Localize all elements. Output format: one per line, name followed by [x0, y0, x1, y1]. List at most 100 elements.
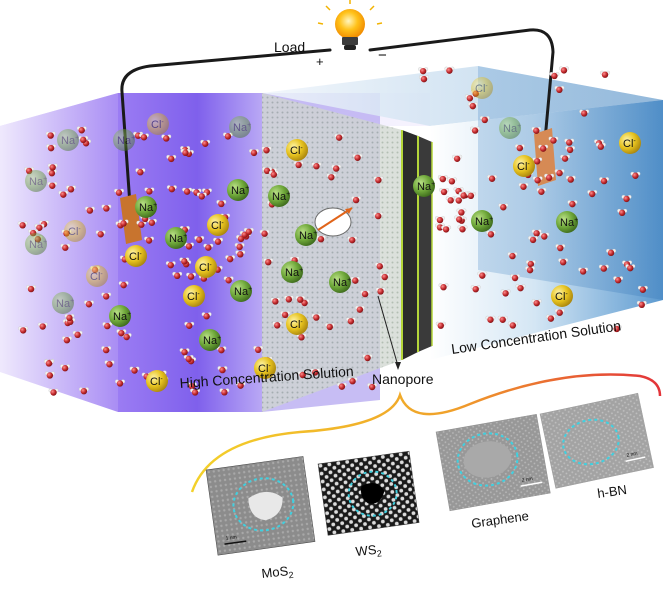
sodium-ion: Na+	[57, 129, 79, 151]
water-molecule	[532, 176, 543, 184]
water-molecule	[234, 242, 245, 251]
water-molecule	[262, 166, 273, 175]
water-molecule	[345, 317, 356, 325]
svg-text:Na+: Na+	[61, 135, 79, 147]
svg-text:Na+: Na+	[272, 191, 290, 203]
svg-text:Cl-: Cl-	[129, 251, 142, 263]
water-molecule	[172, 271, 183, 280]
water-molecule	[538, 144, 549, 152]
water-molecule	[186, 272, 197, 280]
water-molecule	[532, 157, 543, 165]
water-molecule	[182, 187, 193, 195]
material-graphene: 2 nm	[435, 413, 551, 512]
water-molecule	[139, 133, 149, 141]
water-molecule	[283, 295, 294, 303]
water-molecule	[235, 381, 246, 389]
water-molecule	[48, 388, 59, 396]
hbn-label: h-BN	[596, 482, 627, 501]
water-molecule	[621, 194, 632, 203]
water-molecule	[514, 144, 525, 152]
water-molecule	[347, 377, 358, 385]
water-molecule	[46, 169, 57, 177]
sodium-ion: Na+	[25, 170, 47, 192]
water-molecule	[216, 346, 227, 354]
svg-text:Na+: Na+	[417, 181, 435, 193]
water-molecule	[554, 308, 565, 316]
water-molecule	[115, 379, 125, 387]
svg-text:Na+: Na+	[56, 298, 74, 310]
chloride-ion: Cl-	[125, 245, 147, 267]
water-molecule	[136, 220, 147, 228]
water-molecule	[101, 204, 112, 212]
water-molecule	[223, 276, 234, 284]
water-molecule	[611, 325, 622, 333]
water-molecule	[456, 208, 467, 216]
water-molecule	[219, 388, 230, 396]
water-molecule	[166, 154, 177, 163]
low-concentration-container	[262, 66, 663, 360]
water-molecule	[617, 208, 628, 217]
graphene-scale: 2 nm	[521, 476, 533, 484]
container-right-side	[478, 66, 663, 300]
water-molecule	[118, 219, 129, 227]
svg-text:Cl-: Cl-	[258, 363, 271, 375]
water-molecule	[510, 274, 520, 282]
water-molecule	[544, 173, 555, 181]
water-molecule	[76, 126, 87, 134]
water-molecule	[295, 295, 306, 303]
sodium-ion: Na+	[52, 292, 74, 314]
svg-text:Na+: Na+	[285, 267, 303, 279]
water-molecule	[373, 176, 384, 184]
water-molecule	[196, 192, 207, 200]
water-molecule	[554, 169, 565, 177]
sodium-ion: Na+	[227, 179, 249, 201]
water-molecule	[452, 154, 463, 162]
svg-text:Na+: Na+	[139, 202, 157, 214]
water-molecule	[46, 144, 57, 152]
water-molecule	[567, 200, 578, 208]
sodium-ion: Na+	[199, 329, 221, 351]
sodium-ion: Na+	[556, 211, 578, 233]
svg-text:Cl-: Cl-	[150, 376, 163, 388]
water-molecule	[316, 235, 326, 243]
water-molecule	[101, 346, 112, 354]
water-molecule	[515, 284, 526, 292]
water-molecule	[630, 171, 641, 179]
water-molecule	[180, 148, 191, 157]
chloride-ion: Cl-	[86, 265, 108, 287]
water-molecule	[64, 313, 75, 322]
svg-text:Cl-: Cl-	[517, 161, 530, 173]
water-molecule	[418, 67, 429, 75]
water-molecule	[600, 70, 610, 78]
sodium-ion: Na+	[329, 271, 351, 293]
water-molecule	[235, 250, 246, 258]
svg-text:Na+: Na+	[503, 123, 521, 135]
water-molecule	[419, 75, 429, 83]
water-molecule	[347, 236, 358, 244]
water-molecule	[606, 248, 616, 257]
svg-text:Na+: Na+	[117, 135, 135, 147]
water-molecule	[253, 345, 264, 354]
water-molecule	[470, 126, 481, 134]
water-molecule	[613, 276, 624, 284]
water-molecule	[61, 336, 72, 344]
water-molecule	[311, 313, 322, 321]
svg-text:Cl-: Cl-	[151, 119, 164, 131]
water-molecule	[565, 175, 576, 183]
water-molecule	[60, 243, 71, 251]
water-molecule	[272, 321, 283, 329]
svg-text:Cl-: Cl-	[290, 319, 303, 331]
water-molecule	[259, 229, 270, 237]
svg-text:Na+: Na+	[29, 176, 47, 188]
water-molecule	[518, 182, 529, 190]
water-molecule	[293, 160, 304, 169]
water-molecule	[636, 300, 647, 309]
water-molecule	[47, 163, 58, 171]
water-molecule	[625, 264, 636, 272]
water-molecule	[554, 85, 565, 94]
water-molecule	[37, 322, 48, 330]
water-molecule	[334, 133, 345, 141]
svg-text:Na+: Na+	[333, 277, 351, 289]
external-circuit	[120, 28, 556, 244]
